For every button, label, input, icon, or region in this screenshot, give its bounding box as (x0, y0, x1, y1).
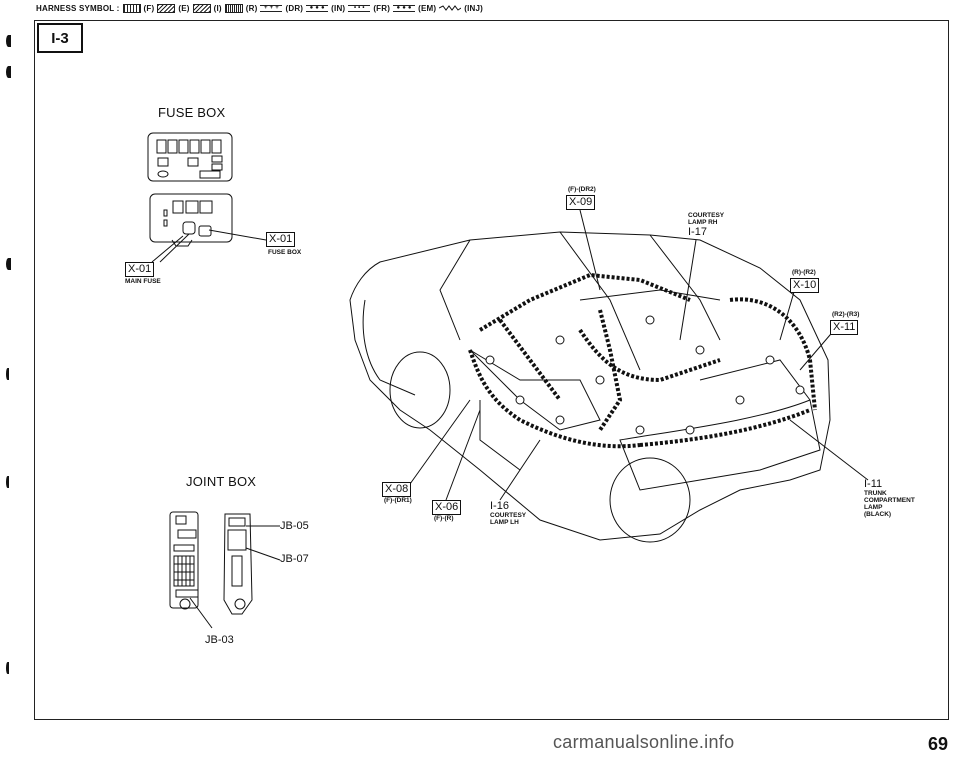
legend-code: (IN) (331, 4, 346, 13)
x10-sub: (R)-(R2) (792, 269, 816, 276)
leader-x10 (779, 291, 795, 341)
legend-swatch-fr: • • • (348, 5, 371, 12)
legend-swatch-em: ● ● ● (393, 5, 416, 12)
jb-07-label: JB-07 (280, 553, 309, 565)
courtesy-lamp-lh-desc: COURTESY LAMP LH (490, 512, 527, 526)
legend-code: (EM) (418, 4, 437, 13)
binding-hole (6, 476, 9, 488)
fuse-box-lower-unit (149, 193, 233, 247)
leader-i11 (789, 419, 869, 481)
legend-prefix: HARNESS SYMBOL : (36, 4, 120, 13)
binding-hole (6, 662, 9, 674)
x11-code: X-11 (830, 320, 859, 335)
vehicle-outline (349, 231, 831, 543)
binding-hole (6, 368, 9, 380)
jb-03-label: JB-03 (205, 634, 234, 646)
binding-hole (6, 66, 11, 78)
binding-hole (6, 258, 11, 270)
legend-swatch-inj (439, 5, 462, 12)
trunk-lamp-code: I-11 (864, 478, 883, 490)
x06-code: X-06 (432, 500, 462, 515)
x09-code: X-09 (566, 195, 596, 210)
legend-code: (F) (143, 4, 155, 13)
leader-i17 (679, 239, 697, 341)
leader-i16 (499, 439, 541, 501)
leader-x06 (445, 409, 481, 501)
courtesy-lamp-lh-code: I-16 (490, 500, 509, 512)
main-fuse-code: X-01 (125, 262, 155, 277)
legend-swatch-f (122, 4, 141, 13)
courtesy-lamp-rh-code: I-17 (688, 226, 707, 238)
legend-swatch-i (192, 4, 211, 13)
x08-sub: (F)-(DR1) (384, 497, 412, 504)
courtesy-lamp-rh-desc: COURTESY LAMP RH (688, 212, 725, 226)
leader-x11 (799, 327, 837, 371)
page-number: 69 (927, 734, 948, 754)
legend-code: (INJ) (464, 4, 484, 13)
fuse-box-connector-desc: FUSE BOX (268, 249, 302, 256)
leader-x08 (409, 399, 471, 485)
binding-hole (6, 35, 11, 47)
legend-swatch-e (157, 4, 176, 13)
page-badge: I-3 (37, 23, 83, 53)
main-fuse-desc: MAIN FUSE (125, 278, 161, 285)
trunk-lamp-desc: TRUNK COMPARTMENT LAMP (BLACK) (864, 490, 915, 518)
x11-sub: (R2)-(R3) (832, 311, 860, 318)
legend-code: (FR) (373, 4, 391, 13)
x08-code: X-08 (382, 482, 412, 497)
leader-x09 (579, 209, 601, 291)
fuse-box-connector-code: X-01 (266, 232, 296, 247)
legend-code: (DR) (285, 4, 304, 13)
legend-swatch-dr: + + + (260, 5, 283, 12)
x06-sub: (F)-(R) (434, 515, 454, 522)
legend-code: (I) (213, 4, 222, 13)
jb-05-label: JB-05 (280, 520, 309, 532)
legend-code: (E) (178, 4, 190, 13)
harness-wire (468, 272, 817, 449)
fuse-box-title: FUSE BOX (158, 105, 226, 120)
legend-swatch-in: ● ● ● (306, 5, 329, 12)
fuse-box-top-unit (147, 132, 233, 182)
harness-symbol-legend: HARNESS SYMBOL : (F) (E) (I) (R) + + +(D… (36, 4, 483, 13)
legend-code: (R) (245, 4, 258, 13)
x10-code: X-10 (790, 278, 820, 293)
diagram-frame (34, 20, 949, 720)
x09-sub: (F)-(DR2) (568, 186, 596, 193)
joint-box-drawing (169, 511, 281, 629)
legend-swatch-r (224, 4, 243, 13)
watermark-text: carmanualsonline.info (553, 732, 735, 752)
joint-box-title: JOINT BOX (186, 474, 257, 489)
